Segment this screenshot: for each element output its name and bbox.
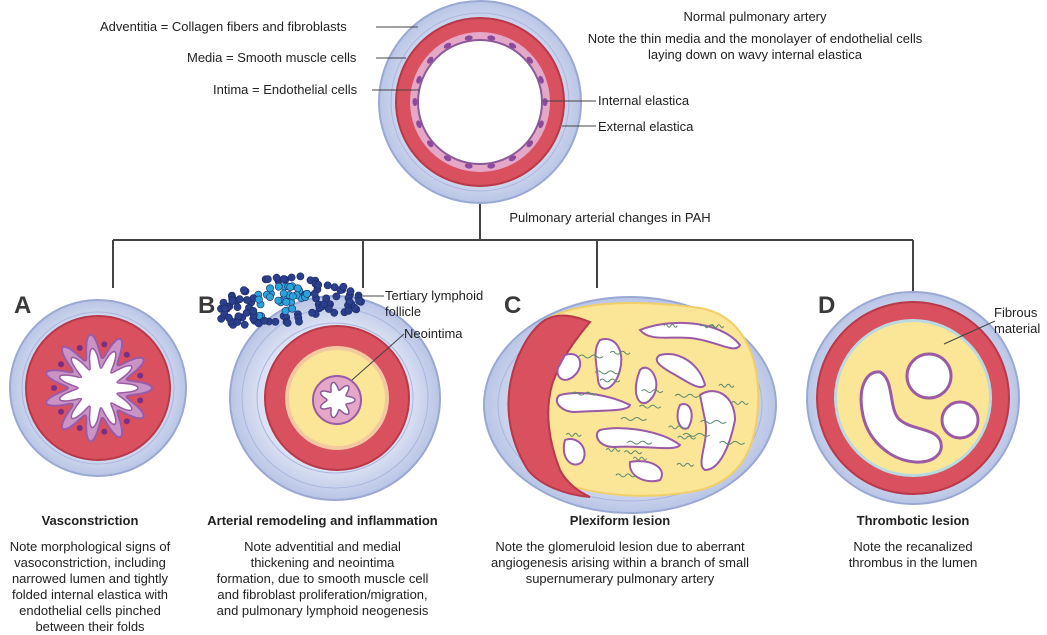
branch-label: Pulmonary arterial changes in PAH xyxy=(509,210,711,225)
panel-a-desc-line: endothelial cells pinched xyxy=(19,603,161,618)
normal-artery xyxy=(378,0,582,204)
tertiary-lymphoid-follicle xyxy=(217,272,365,329)
panel-b-desc-line: Note adventitial and medial xyxy=(244,539,401,554)
panel-c-desc-line: angiogenesis arising within a branch of … xyxy=(491,555,749,570)
panel-c-desc: Note the glomeruloid lesion due to aberr… xyxy=(480,539,760,587)
normal-artery-title: Normal pulmonary artery xyxy=(683,9,827,24)
label-internal-elastica: Internal elastica xyxy=(598,93,690,108)
panel-d-desc: Note the recanalized thrombus in the lum… xyxy=(828,539,998,571)
panel-a-desc-line: folded internal elastica with xyxy=(11,587,169,602)
panel-b-title: Arterial remodeling and inflammation xyxy=(207,513,438,528)
panel-b-desc-line: and fibroblast proliferation/migration, xyxy=(217,587,428,602)
callout-fibrous-2: material xyxy=(994,321,1041,336)
panel-d-desc-line: thrombus in the lumen xyxy=(848,555,978,570)
label-adventitia: Adventitia = Collagen fibers and fibrobl… xyxy=(100,19,347,34)
panel-d-title: Thrombotic lesion xyxy=(856,513,970,528)
panel-a-desc-line: vasoconstriction, including xyxy=(14,555,166,570)
callout-fibrous-1: Fibrous xyxy=(994,305,1038,320)
panel-d-artery xyxy=(806,291,1020,505)
callout-lymphoid-2: follicle xyxy=(385,304,422,319)
panel-d-leader xyxy=(943,320,996,345)
label-external-elastica: External elastica xyxy=(598,119,694,134)
branch-connectors xyxy=(112,204,914,292)
panel-d-desc-line: Note the recanalized xyxy=(853,539,973,554)
panel-b-letter: B xyxy=(198,292,216,319)
panel-c-letter: C xyxy=(504,292,522,319)
panel-a-letter: A xyxy=(14,292,32,319)
panel-a-title: Vasconstriction xyxy=(41,513,139,528)
panel-c-desc-line: Note the glomeruloid lesion due to aberr… xyxy=(495,539,745,554)
top-leader-lines xyxy=(372,26,596,127)
normal-artery-note-1: Note the thin media and the monolayer of… xyxy=(587,31,923,46)
normal-artery-note-2: laying down on wavy internal elastica xyxy=(648,47,862,62)
panel-b-desc-line: thickening and neointima xyxy=(250,555,395,570)
callout-neointima: Neointima xyxy=(404,326,463,341)
panel-b-desc-line: formation, due to smooth muscle cell xyxy=(216,571,429,586)
label-media: Media = Smooth muscle cells xyxy=(187,50,357,65)
panel-b-desc-line: and pulmonary lymphoid neogenesis xyxy=(216,603,429,618)
callout-lymphoid-1: Tertiary lymphoid xyxy=(385,288,484,303)
panel-c-title: Plexiform lesion xyxy=(569,513,671,528)
panel-d-letter: D xyxy=(818,292,836,319)
panel-a-desc: Note morphological signs of vasoconstric… xyxy=(0,539,180,635)
panel-a-desc-line: narrowed lumen and tightly xyxy=(11,571,169,586)
panel-c-artery xyxy=(483,296,777,514)
panel-a-desc-line: between their folds xyxy=(35,619,145,634)
label-intima: Intima = Endothelial cells xyxy=(213,82,358,97)
panel-a-desc-line: Note morphological signs of xyxy=(9,539,171,554)
panel-b-leaders xyxy=(351,295,405,381)
panel-c-desc-line: supernumerary pulmonary artery xyxy=(525,571,715,586)
panel-b-desc: Note adventitial and medial thickening a… xyxy=(195,539,450,619)
